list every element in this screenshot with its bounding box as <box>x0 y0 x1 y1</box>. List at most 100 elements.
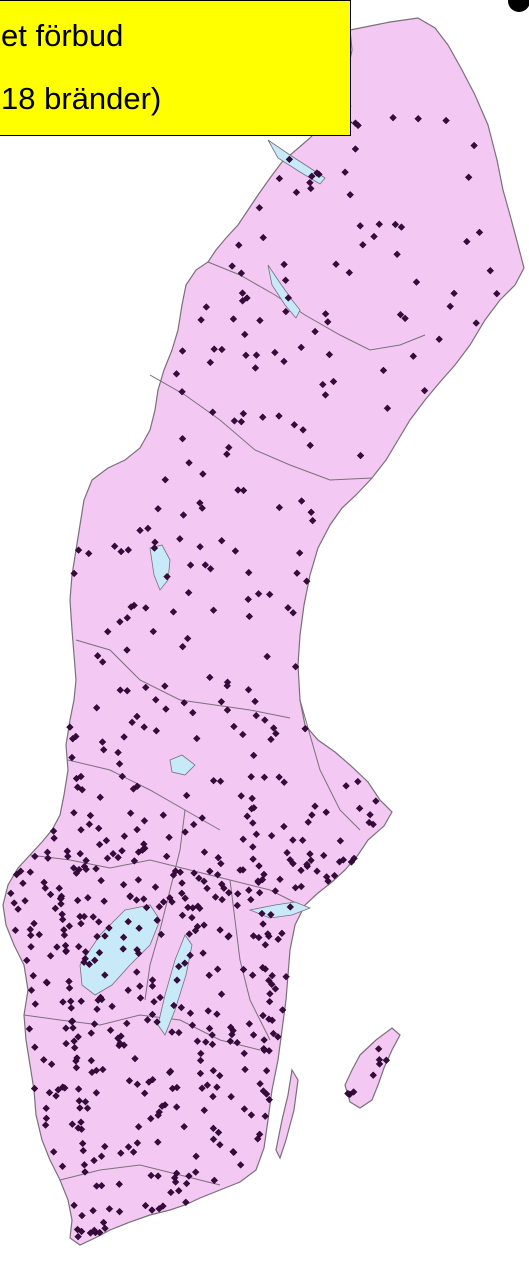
fire-location-marker <box>78 1139 87 1148</box>
fire-location-marker <box>420 386 429 395</box>
fire-location-marker <box>119 880 128 889</box>
legend-box: et förbud 18 bränder) <box>0 0 351 136</box>
fire-location-marker <box>260 870 268 879</box>
legend-line-1: et förbud <box>1 18 124 53</box>
fire-location-marker <box>209 1092 217 1101</box>
fire-location-marker <box>103 627 112 636</box>
fire-location-marker <box>450 289 458 298</box>
fire-location-marker <box>209 1124 218 1133</box>
fire-location-marker <box>162 852 171 861</box>
fire-location-marker <box>211 893 220 901</box>
fire-location-marker <box>115 1207 124 1216</box>
fire-location-marker <box>157 930 165 939</box>
fire-location-marker <box>252 711 260 720</box>
fire-location-marker <box>267 910 275 919</box>
fire-location-marker <box>226 1037 235 1045</box>
fire-location-marker <box>308 516 317 525</box>
fire-location-marker <box>140 723 148 731</box>
fire-location-marker <box>26 931 35 940</box>
fire-location-marker <box>161 682 169 690</box>
fire-location-marker <box>80 912 88 921</box>
fire-location-marker <box>119 945 127 953</box>
fire-location-marker <box>186 561 195 569</box>
fire-location-marker <box>191 926 200 935</box>
fire-location-marker <box>297 866 305 875</box>
fire-location-marker <box>76 1104 84 1112</box>
fire-location-marker <box>144 524 152 533</box>
fire-location-marker <box>172 1103 181 1111</box>
oland <box>275 1068 299 1160</box>
fire-location-marker <box>97 1181 106 1190</box>
fire-location-marker <box>240 1105 249 1113</box>
fire-location-marker <box>299 426 307 434</box>
fire-location-marker <box>150 998 158 1006</box>
fire-location-marker <box>119 933 128 942</box>
fire-location-marker <box>99 1218 108 1227</box>
fire-location-marker <box>239 409 248 418</box>
lakes <box>79 139 326 1036</box>
fire-location-marker <box>313 867 321 875</box>
fire-location-marker <box>284 294 293 302</box>
fire-location-marker <box>85 820 94 829</box>
fire-location-marker <box>230 417 239 425</box>
fire-location-marker <box>233 890 242 898</box>
fire-location-marker <box>67 1004 76 1012</box>
fire-location-marker <box>98 658 107 666</box>
fire-location-marker <box>289 859 297 868</box>
fire-points <box>7 102 501 1241</box>
fire-location-marker <box>83 1104 92 1112</box>
fire-location-marker <box>239 486 248 495</box>
fire-location-marker <box>70 809 78 817</box>
fire-location-marker <box>46 952 55 960</box>
fire-location-marker <box>238 297 247 305</box>
fire-location-marker <box>151 883 160 891</box>
fire-location-marker <box>72 1063 81 1072</box>
fire-location-marker <box>42 1114 51 1123</box>
fire-location-marker <box>80 1161 89 1169</box>
fire-location-marker <box>208 1040 217 1049</box>
fire-location-marker <box>92 865 100 873</box>
fire-location-marker <box>141 1201 150 1210</box>
fire-location-marker <box>74 1232 82 1241</box>
fire-location-marker <box>87 1056 96 1065</box>
fire-location-marker <box>180 698 188 707</box>
fire-location-marker <box>152 695 160 704</box>
fire-location-marker <box>101 971 109 979</box>
fire-location-marker <box>178 388 186 396</box>
fire-location-marker <box>35 930 44 939</box>
fire-location-marker <box>493 289 501 298</box>
sweden-mainland <box>2 17 525 1246</box>
sweden-landmass <box>2 17 525 1246</box>
fire-location-marker <box>236 866 244 874</box>
corner-dot-icon <box>508 0 529 12</box>
fire-location-marker <box>195 904 204 913</box>
fire-location-marker <box>30 919 38 928</box>
fire-location-marker <box>241 1065 249 1074</box>
fire-location-marker <box>114 1034 122 1043</box>
fire-location-marker <box>156 993 164 1002</box>
fire-location-marker <box>401 314 409 323</box>
fire-location-marker <box>105 924 113 932</box>
fire-location-marker <box>236 1161 245 1169</box>
fire-location-marker <box>336 837 345 845</box>
fire-location-marker <box>339 856 348 864</box>
fire-location-marker <box>278 929 286 938</box>
fire-location-marker <box>78 785 86 794</box>
fire-location-marker <box>191 1168 200 1176</box>
fire-location-marker <box>214 853 223 862</box>
fire-location-marker <box>97 876 105 885</box>
fire-location-marker <box>230 722 238 731</box>
fire-location-marker <box>183 634 192 643</box>
fire-location-marker <box>100 897 108 905</box>
fire-location-marker <box>208 1031 216 1039</box>
lake-hornavan <box>267 264 301 319</box>
fire-location-marker <box>181 959 189 967</box>
fire-location-marker <box>464 173 473 182</box>
fire-location-marker <box>245 1020 254 1028</box>
fire-location-marker <box>120 832 129 840</box>
fire-location-marker <box>72 774 81 783</box>
fire-location-marker <box>124 546 133 554</box>
fire-location-marker <box>253 1135 262 1143</box>
fire-location-marker <box>99 1065 107 1074</box>
fire-location-marker <box>62 947 70 955</box>
